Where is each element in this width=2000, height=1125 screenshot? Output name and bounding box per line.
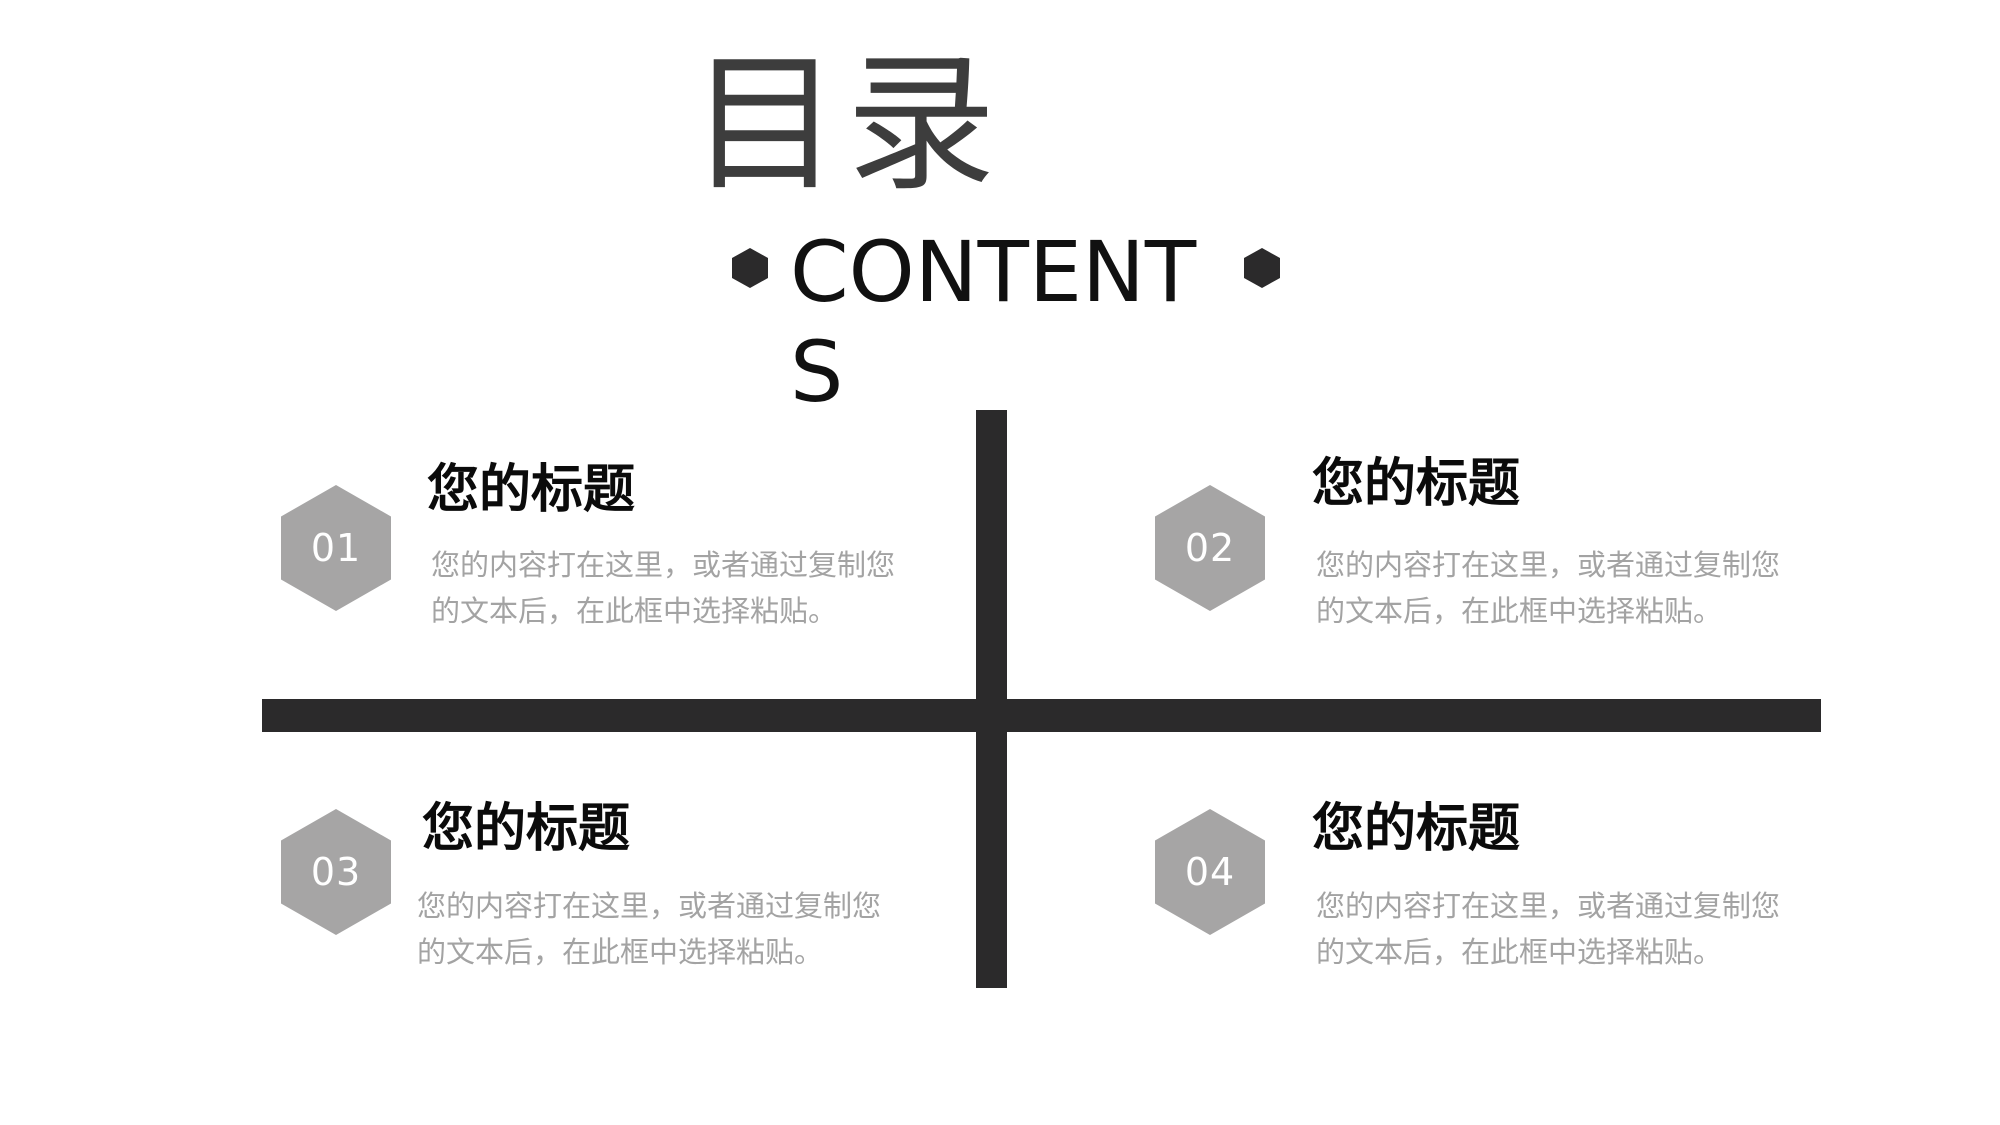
item-3-number: 03 (310, 850, 362, 894)
item-2-text: 您的内容打在这里，或者通过复制您的文本后，在此框中选择粘贴。 (1316, 548, 1781, 628)
item-4-number: 04 (1184, 850, 1236, 894)
page-subtitle: CONTENTS (790, 223, 1197, 421)
item-4-text: 您的内容打在这里，或者通过复制您的文本后，在此框中选择粘贴。 (1316, 889, 1781, 969)
hexagon-bullet-left-icon (732, 248, 768, 288)
item-1-number-badge: 01 (281, 485, 391, 611)
hexagon-bullet-right-icon (1244, 248, 1280, 288)
item-1-title: 您的标题 (427, 460, 636, 520)
item-1-text: 您的内容打在这里，或者通过复制您的文本后，在此框中选择粘贴。 (431, 548, 896, 628)
item-2-number: 02 (1184, 526, 1236, 570)
item-2-title: 您的标题 (1312, 454, 1521, 514)
item-3-number-badge: 03 (281, 809, 391, 935)
item-2-number-badge: 02 (1155, 485, 1265, 611)
horizontal-divider (262, 699, 1821, 732)
item-3-text: 您的内容打在这里，或者通过复制您的文本后，在此框中选择粘贴。 (417, 889, 882, 969)
item-4-number-badge: 04 (1155, 809, 1265, 935)
page-title: 目录 (690, 38, 1003, 212)
item-4-title: 您的标题 (1312, 799, 1521, 859)
item-3-title: 您的标题 (422, 799, 631, 859)
item-1-number: 01 (310, 526, 362, 570)
